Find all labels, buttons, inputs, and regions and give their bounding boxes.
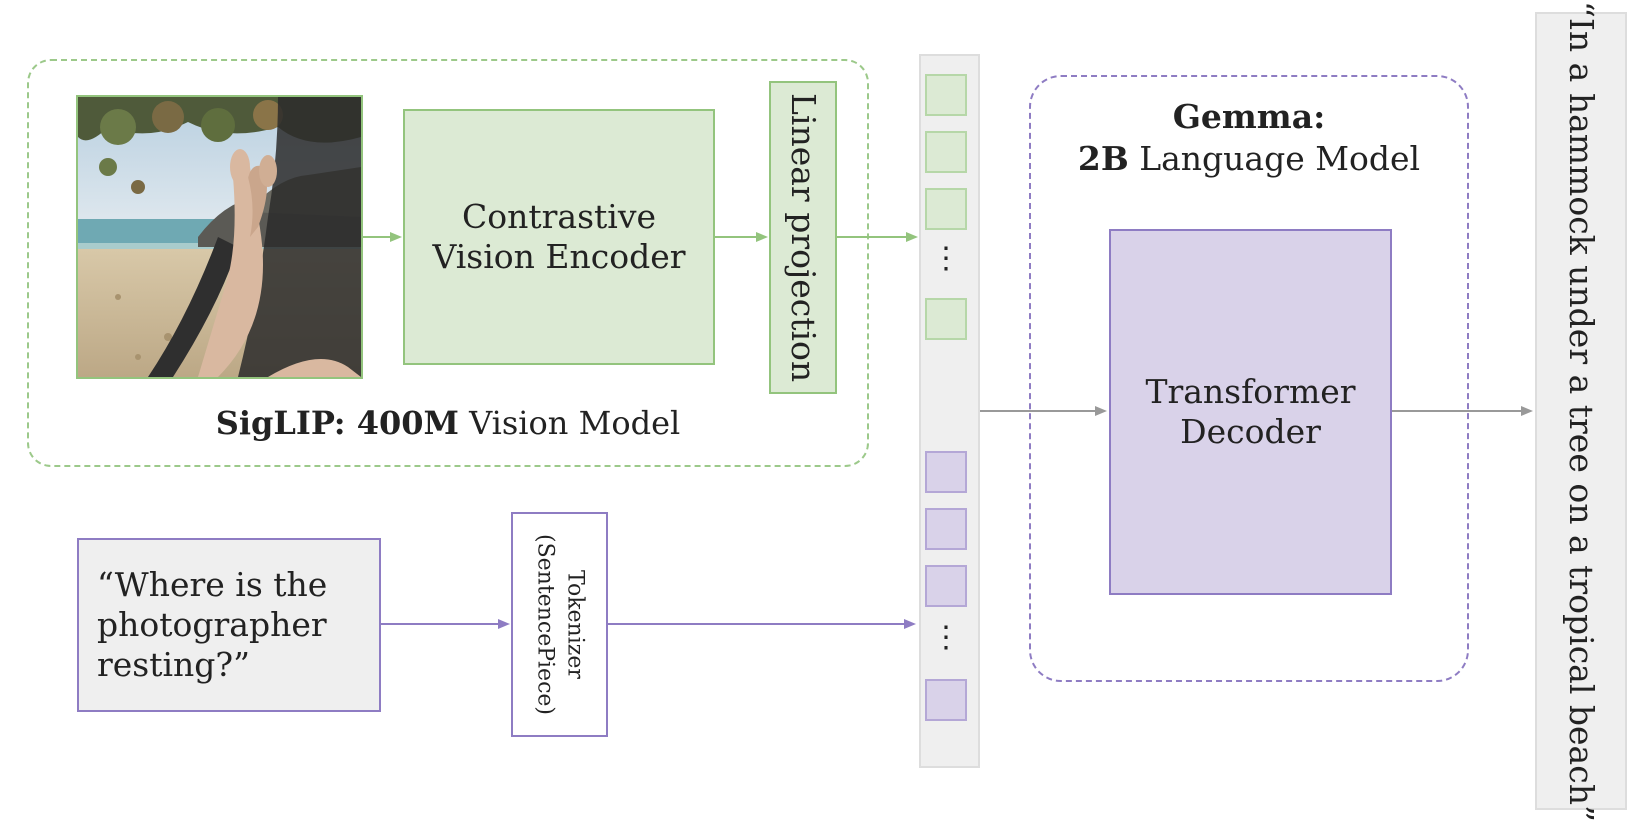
beach-hammock-image (78, 97, 361, 377)
transformer-decoder: Transformer Decoder (1109, 229, 1392, 595)
text-token (925, 508, 967, 550)
language-model-title: Gemma:2B Language Model (1077, 97, 1421, 178)
linear-projection-label: Linear projection (784, 92, 823, 383)
prompt-to-tokenizer-arrow (381, 619, 510, 629)
image-token (925, 298, 967, 340)
text-token (925, 451, 967, 493)
text-token (925, 679, 967, 721)
encoder-to-projection-arrow (715, 232, 768, 242)
text-token-ellipsis: ⋮ (931, 620, 961, 655)
input-photo (76, 95, 363, 379)
contrastive-vision-encoder: Contrastive Vision Encoder (403, 109, 715, 365)
tokenizer-box: Tokenizer (SentencePiece) (511, 512, 608, 737)
decoder-to-output-arrow (1392, 406, 1533, 416)
projection-to-tokens-arrow (837, 232, 918, 242)
image-token (925, 131, 967, 173)
tokenizer-label: Tokenizer (SentencePiece) (532, 534, 588, 715)
language-model-region (1029, 75, 1469, 682)
tokenizer-to-tokens-arrow (608, 619, 916, 629)
image-token (925, 188, 967, 230)
image-token (925, 74, 967, 116)
photo-to-encoder-arrow (363, 232, 402, 242)
output-text-box: “In a hammock under a tree on a tropical… (1535, 1, 1627, 821)
vision-model-region (27, 59, 869, 467)
image-token-ellipsis: ⋮ (931, 241, 961, 276)
linear-projection-box: Linear projection (769, 81, 837, 394)
prompt-text-box: “Where is the photographer resting?” (77, 538, 381, 712)
output-text: “In a hammock under a tree on a tropical… (1562, 0, 1601, 822)
token-sequence-column (919, 54, 980, 768)
text-token (925, 565, 967, 607)
tokens-to-decoder-arrow (980, 406, 1107, 416)
vision-model-caption: SigLIP: 400M Vision Model (215, 404, 681, 442)
